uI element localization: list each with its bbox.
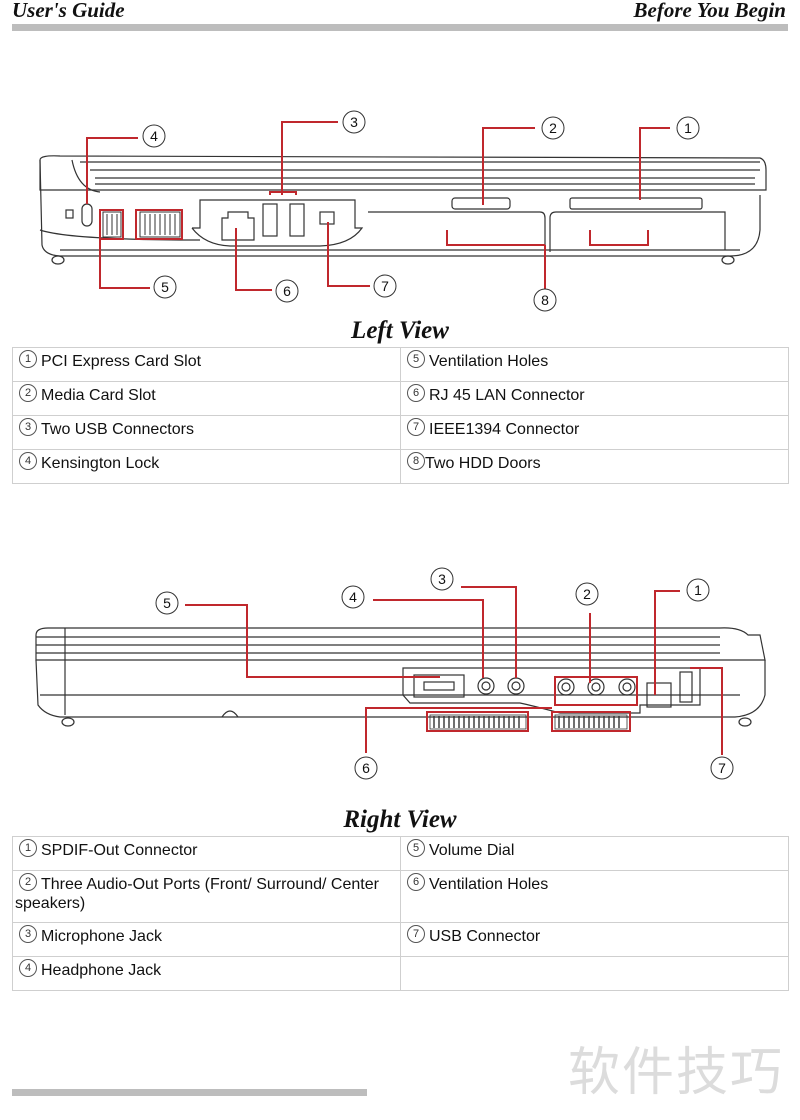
right-callout-1: 1 <box>686 578 710 602</box>
legend-label: Ventilation Holes <box>429 876 549 893</box>
left-callout-4: 4 <box>142 124 166 148</box>
svg-text:8: 8 <box>541 292 549 308</box>
legend-label: USB Connector <box>429 928 541 945</box>
right-callout-6: 6 <box>354 756 378 780</box>
legend-label: Microphone Jack <box>41 928 162 945</box>
right-callout-5: 5 <box>155 591 179 615</box>
left-callout-1: 1 <box>676 116 700 140</box>
left-callout-5: 5 <box>153 275 177 299</box>
header-title-left: User's Guide <box>12 0 125 22</box>
left-callout-7: 7 <box>373 274 397 298</box>
legend-label: Two USB Connectors <box>41 421 194 438</box>
left-callout-3: 3 <box>342 110 366 134</box>
left-view-figure: 1 2 3 4 5 6 7 8 <box>0 100 800 315</box>
callout-number-icon: 1 <box>19 839 37 857</box>
svg-text:2: 2 <box>583 586 591 602</box>
callout-number-icon: 4 <box>19 959 37 977</box>
svg-text:2: 2 <box>549 120 557 136</box>
legend-label: Headphone Jack <box>41 962 162 979</box>
callout-number-icon: 5 <box>407 839 425 857</box>
legend-label: Media Card Slot <box>41 387 156 404</box>
legend-cell-empty <box>400 956 789 991</box>
right-callout-2: 2 <box>575 582 599 606</box>
callout-number-icon: 6 <box>407 873 425 891</box>
svg-text:6: 6 <box>283 283 291 299</box>
legend-label: IEEE1394 Connector <box>429 421 580 438</box>
left-callout-6: 6 <box>275 279 299 303</box>
callout-number-icon: 1 <box>19 350 37 368</box>
callout-number-icon: 2 <box>19 873 37 891</box>
svg-text:3: 3 <box>350 114 358 130</box>
legend-label: Three Audio-Out Ports (Front/ Surround/ … <box>15 876 379 912</box>
svg-text:5: 5 <box>161 279 169 295</box>
left-callout-2: 2 <box>541 116 565 140</box>
right-view-caption: Right View <box>343 806 457 833</box>
right-vent-hatching <box>433 716 620 728</box>
callout-number-icon: 7 <box>407 418 425 436</box>
right-callout-lines <box>185 586 723 755</box>
callout-number-icon: 2 <box>19 384 37 402</box>
right-callout-4: 4 <box>341 585 365 609</box>
callout-number-icon: 3 <box>19 418 37 436</box>
header-rule <box>12 24 788 31</box>
watermark: 软件技巧 <box>568 1043 785 1103</box>
svg-text:3: 3 <box>438 571 446 587</box>
left-view-caption: Left View <box>351 317 449 344</box>
svg-text:4: 4 <box>150 128 158 144</box>
legend-label: Kensington Lock <box>41 455 160 472</box>
right-callout-7: 7 <box>710 756 734 780</box>
svg-text:6: 6 <box>362 760 370 776</box>
svg-text:7: 7 <box>381 278 389 294</box>
legend-label: Two HDD Doors <box>425 455 541 472</box>
callout-number-icon: 3 <box>19 925 37 943</box>
svg-text:5: 5 <box>163 595 171 611</box>
legend-label: PCI Express Card Slot <box>41 353 202 370</box>
legend-label: Volume Dial <box>429 842 515 859</box>
right-callout-3: 3 <box>430 567 454 591</box>
footer-rule <box>12 1089 367 1096</box>
svg-text:4: 4 <box>349 589 357 605</box>
svg-text:1: 1 <box>684 120 692 136</box>
callout-number-icon: 8 <box>407 452 425 470</box>
legend-label: RJ 45 LAN Connector <box>429 387 585 404</box>
legend-label: Ventilation Holes <box>429 353 549 370</box>
left-callout-lines <box>86 121 670 291</box>
svg-text:7: 7 <box>718 760 726 776</box>
legend-label: SPDIF-Out Connector <box>41 842 198 859</box>
callout-number-icon: 5 <box>407 350 425 368</box>
left-callout-8: 8 <box>533 288 557 312</box>
header-title-right: Before You Begin <box>633 0 786 22</box>
callout-number-icon: 7 <box>407 925 425 943</box>
callout-number-icon: 4 <box>19 452 37 470</box>
callout-number-icon: 6 <box>407 384 425 402</box>
svg-text:1: 1 <box>694 582 702 598</box>
right-view-figure: 1 2 3 4 5 6 7 <box>0 565 800 785</box>
